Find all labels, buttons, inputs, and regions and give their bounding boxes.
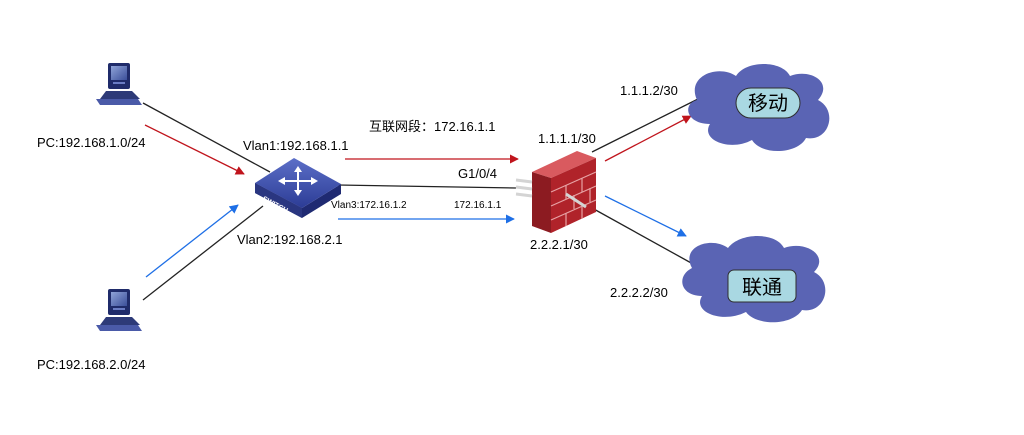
arrow-red-mobile: [604, 115, 692, 162]
link-pc1-switch: [142, 102, 271, 173]
pc-icon: [96, 63, 142, 105]
port-label: G1/0/4: [458, 166, 497, 181]
cloud-label-box: [735, 87, 801, 119]
link-switch-firewall: [337, 184, 517, 189]
interconnect-label: 互联网段：172.16.1.1: [369, 119, 495, 134]
link-firewall-mobile: [591, 97, 701, 153]
unicom-ip-label: 2.2.2.2/30: [610, 285, 668, 300]
pc1-subnet-label: PC:192.168.1.0/24: [37, 135, 145, 150]
switch-icon: SWITCH: [255, 158, 341, 218]
cloud-unicom-label: 联通: [742, 275, 782, 299]
arrow-blue-pc2: [145, 204, 239, 278]
cloud-mobile-label: 移动: [748, 91, 788, 115]
cloud-icon: 联通: [682, 236, 826, 323]
vlan2-label: Vlan2:192.168.2.1: [237, 232, 343, 247]
cloud-icon: 移动: [688, 64, 830, 152]
vlan1-label: Vlan1:192.168.1.1: [243, 138, 349, 153]
firewall-unicom-ip-label: 2.2.2.1/30: [530, 237, 588, 252]
cloud-label-box: [727, 269, 797, 303]
link-pc2-switch: [142, 205, 264, 301]
mobile-ip-label: 1.1.1.2/30: [620, 83, 678, 98]
firewall-inner-ip-label: 172.16.1.1: [454, 200, 502, 211]
firewall-mobile-ip-label: 1.1.1.1/30: [538, 131, 596, 146]
arrow-red-pc1: [144, 124, 245, 175]
firewall-icon: [515, 151, 597, 233]
vlan3-label: Vlan3:172.16.1.2: [331, 200, 407, 211]
pc2-subnet-label: PC:192.168.2.0/24: [37, 357, 145, 372]
link-firewall-unicom: [591, 207, 694, 265]
arrow-blue-unicom: [604, 195, 687, 237]
pc-icon: [96, 289, 142, 331]
